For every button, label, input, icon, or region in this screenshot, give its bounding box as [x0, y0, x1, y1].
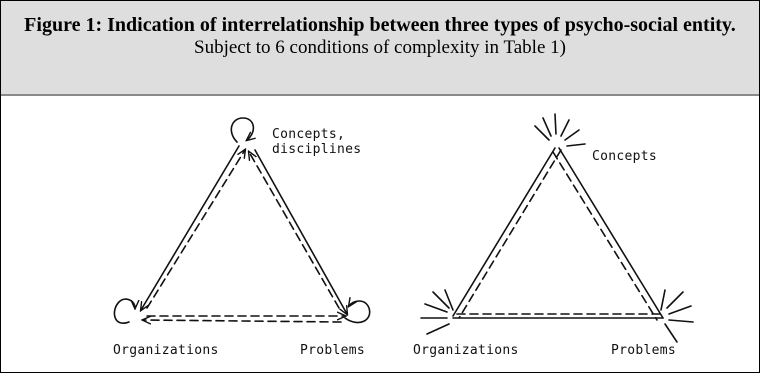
figure-header: Figure 1: Indication of interrelationshi… — [1, 1, 759, 96]
concepts-burst-icon — [534, 113, 586, 147]
figure-subtitle: Subject to 6 conditions of complexity in… — [194, 37, 566, 58]
interrelationship-diagrams: Concepts, disciplines Organizations Prob… — [113, 113, 694, 358]
left-label-disciplines: disciplines — [272, 142, 361, 157]
left-label-organizations: Organizations — [113, 343, 219, 358]
figure-title: Figure 1: Indication of interrelationshi… — [24, 14, 736, 36]
left-triangle-diagram: Concepts, disciplines Organizations Prob… — [113, 117, 371, 358]
problems-burst-icon — [660, 289, 694, 343]
concepts-self-loop-icon — [230, 117, 253, 143]
problems-self-loop-icon — [344, 301, 371, 324]
left-label-problems: Problems — [300, 343, 365, 358]
organizations-self-loop-icon — [113, 298, 135, 324]
right-label-organizations: Organizations — [413, 343, 519, 358]
edge-concepts-problems — [249, 149, 347, 314]
right-label-problems: Problems — [611, 343, 676, 358]
right-label-concepts: Concepts — [592, 149, 657, 164]
left-label-concepts: Concepts, — [272, 127, 345, 142]
organizations-burst-icon — [420, 289, 454, 335]
right-triangle-diagram: Concepts Organizations Problems — [413, 113, 694, 358]
edge-organizations-problems — [143, 316, 345, 322]
edge-concepts-organizations — [141, 145, 245, 310]
right-triangle-edges — [452, 147, 664, 321]
